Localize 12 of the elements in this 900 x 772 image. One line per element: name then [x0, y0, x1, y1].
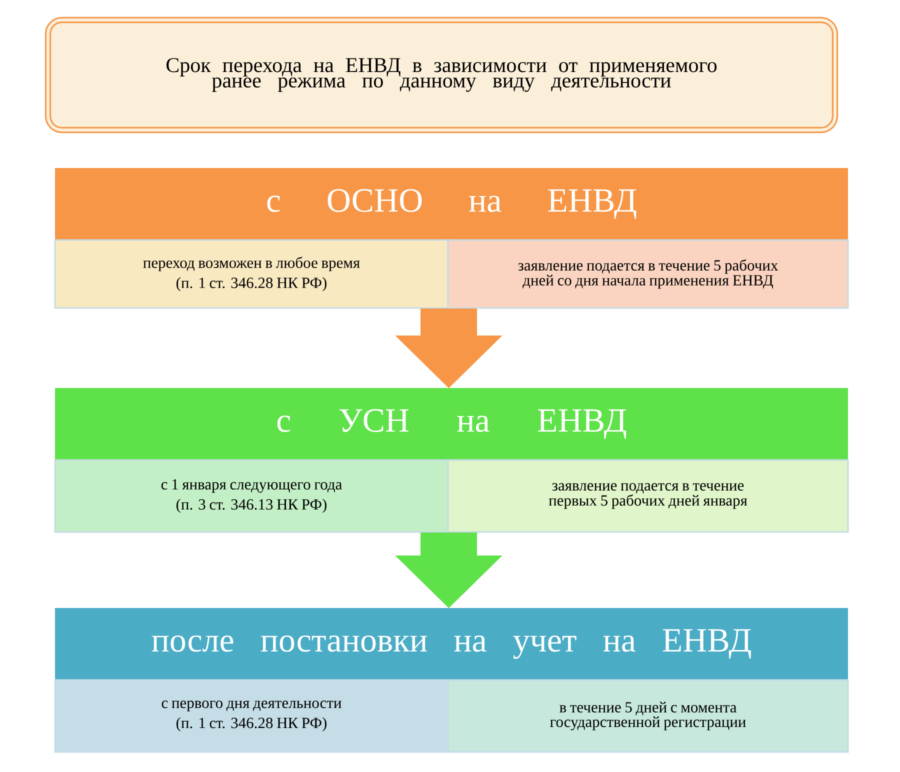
section-header: после постановки на учет на ЕНВД — [55, 608, 848, 680]
info-cell: заявление подается в течение первых 5 рабочих дней января — [447, 459, 849, 533]
title-box: Срок перехода на ЕНВД в зависимости от применяемого ранее режима по данному виду деятельности — [44, 16, 838, 134]
info-cell: с первого дня деятельности (п. 1 ст. 346.28 НК РФ) — [54, 679, 449, 753]
block-arrow — [396, 308, 502, 388]
info-cell: с 1 января следующего года (п. 3 ст. 346.13 НК РФ) — [54, 459, 449, 533]
info-cell: заявление подается в течение 5 рабочих дней со дня начала применения ЕНВД — [447, 239, 849, 309]
section-header: с ОСНО на ЕНВД — [55, 168, 848, 240]
section-header: с УСН на ЕНВД — [55, 388, 848, 460]
block-arrow — [396, 532, 502, 608]
info-cell: переход возможен в любое время (п. 1 ст. 346.28 НК РФ) — [54, 239, 449, 309]
info-cell: в течение 5 дней с момента государственной регистрации — [447, 679, 849, 753]
